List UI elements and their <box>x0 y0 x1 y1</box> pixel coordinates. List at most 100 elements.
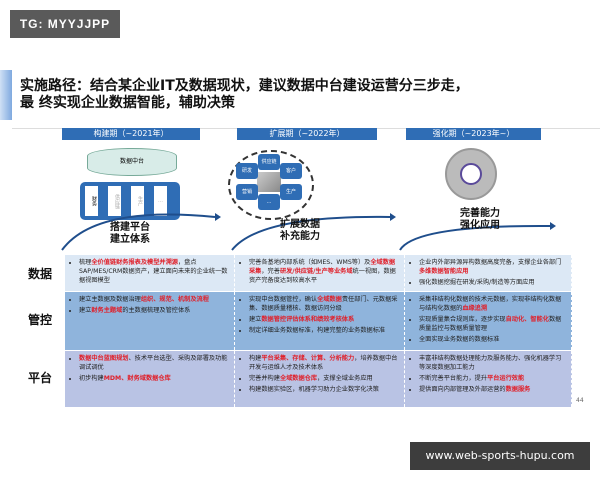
bullet-item: 企业内外部异源异构数据高度完备，支撑企业各部门多维数据智能应用 <box>419 258 565 276</box>
highlighted-text: 组织、规范、机制及流程 <box>140 296 209 303</box>
text-segment: 企业内外部异源异构数据高度完备，支撑企业各部门 <box>419 259 562 266</box>
bullet-item: 建立数据管控评估体系和绩效考核体系 <box>249 315 398 324</box>
text-segment: 不断完善平台能力，提升 <box>419 375 488 382</box>
text-segment: 构建数据实验区，机器学习助力企业数字化决策 <box>249 386 379 393</box>
text-segment: 建立 <box>249 316 262 323</box>
table-cell: 实现中台数据管控，确认全域数据责任部门、元数据采集、数据质量稽核、数据访问分级建… <box>235 292 405 350</box>
bullet-list: 建立主数据及数据治理组织、规范、机制及流程建立财务主题域的主数据梳理及管控体系 <box>71 295 228 315</box>
caption-line: 强化应用 <box>460 220 500 231</box>
table-cell: 企业内外部异源异构数据高度完备，支撑企业各部门多维数据智能应用强化数据挖掘在研发… <box>405 255 572 291</box>
module-list: 财务 供应链 生产 … <box>85 186 167 216</box>
text-segment: 统一视图，数据资产完备度达到较高水平 <box>249 268 396 284</box>
bullet-list: 企业内外部异源异构数据高度完备，支撑企业各部门多维数据智能应用强化数据挖掘在研发… <box>411 258 565 287</box>
roadmap-table: 梳理全价值链财务报表及模型并溯源，盘点SAP/MES/CRM数据资产，建立面向未… <box>65 255 572 408</box>
caption-line: 建立体系 <box>110 234 150 245</box>
text-segment: 采集非结构化数据的技术元数据，实现非结构化数据与结构化数据的 <box>419 296 562 312</box>
highlighted-text: 数据管控评估体系和绩效考核体系 <box>261 316 355 323</box>
hex-center <box>257 172 281 192</box>
highlighted-text: 平台采集、存储、计算、分析能力 <box>261 355 355 362</box>
row-label-data: 数据 <box>28 267 53 281</box>
phase-header-2: 扩展期（~2022年） <box>237 128 377 140</box>
table-row: 数据中台蓝图规划、技术平台选型、采购及部署及功能调试调优初步构建MDM、财务域数… <box>65 351 572 408</box>
caption-line: 补充能力 <box>280 231 320 242</box>
caption-line: 搭建平台 <box>110 222 150 233</box>
bullet-item: 全面实现业务数据的数据标准 <box>419 335 565 344</box>
footer-url-banner: www.web-sports-hupu.com <box>410 442 590 470</box>
text-segment: 提供面向内部管理及外部运营的 <box>419 386 506 393</box>
bullet-list: 完善各基地内部系统（如MES、WMS等）及全域数据采集，完善研发/供应链/生产等… <box>241 258 398 285</box>
highlighted-text: 多维数据智能应用 <box>419 268 469 275</box>
wheel-center-logo <box>460 163 482 185</box>
table-row: 梳理全价值链财务报表及模型并溯源，盘点SAP/MES/CRM数据资产，建立面向未… <box>65 255 572 292</box>
bullet-list: 实现中台数据管控，确认全域数据责任部门、元数据采集、数据质量稽核、数据访问分级建… <box>241 295 398 335</box>
growth-curve-2 <box>231 215 391 251</box>
text-segment: 、技术平台选型、采购及部署及功能调试调优 <box>79 355 228 371</box>
bullet-list: 梳理全价值链财务报表及模型并溯源，盘点SAP/MES/CRM数据资产，建立面向未… <box>71 258 228 285</box>
table-cell: 完善各基地内部系统（如MES、WMS等）及全域数据采集，完善研发/供应链/生产等… <box>235 255 405 291</box>
text-segment: ，盘点SAP/MES/CRM数据资产，建立面向未来的企业统一数据视图模型 <box>79 259 228 284</box>
highlighted-text: MDM、财务域数据仓库 <box>103 375 171 382</box>
data-platform-cylinder: 数据中台 <box>87 148 177 176</box>
bullet-item: 不断完善平台能力，提升平台运行效能 <box>419 374 565 383</box>
hex-marketing: 营销 <box>236 184 258 200</box>
text-segment: 实现中台数据管控，确认 <box>249 296 318 303</box>
module: … <box>154 186 167 216</box>
text-segment: 建立主数据及数据治理 <box>79 296 141 303</box>
bullet-item: 完善各基地内部系统（如MES、WMS等）及全域数据采集，完善研发/供应链/生产等… <box>249 258 398 285</box>
text-segment: 完善各基地内部系统（如MES、WMS等）及 <box>249 259 371 266</box>
text-segment: ，支撑全域业务应用 <box>317 375 373 382</box>
module: 财务 <box>85 186 98 216</box>
bullet-list: 丰富非结构数据处理能力及服务能力、强化机器学习等深度数据加工能力不断完善平台能力… <box>411 354 565 394</box>
module: 生产 <box>131 186 144 216</box>
growth-curve-3-arrow <box>550 222 556 230</box>
table-cell: 丰富非结构数据处理能力及服务能力、强化机器学习等深度数据加工能力不断完善平台能力… <box>405 351 572 407</box>
highlighted-text: 数据服务 <box>505 386 531 393</box>
bullet-item: 采集非结构化数据的技术元数据，实现非结构化数据与结构化数据的血缘追溯 <box>419 295 565 313</box>
title-accent-bar <box>0 70 12 120</box>
table-cell: 构建平台采集、存储、计算、分析能力，培养数据中台开发与运维人才及技术体系完善并构… <box>235 351 405 407</box>
bullet-item: 实现质量集合规则库，逐步实现自动化、智能化数据质量监控与数据质量管理 <box>419 315 565 333</box>
highlighted-text: 血缘追溯 <box>462 305 488 312</box>
bullet-item: 建立财务主题域的主数据梳理及管控体系 <box>79 306 228 315</box>
row-label-platform: 平台 <box>28 371 53 385</box>
bullet-item: 制定详细业务数据标准，构建完整的业务数据标准 <box>249 326 398 335</box>
text-segment: 制定详细业务数据标准，构建完整的业务数据标准 <box>249 327 386 334</box>
text-segment: ，培养数据中台开发与运维人才及技术体系 <box>249 355 398 371</box>
text-segment: 完善并构建 <box>249 375 280 382</box>
growth-curve-1-arrow <box>215 213 221 221</box>
text-segment: 构建 <box>249 355 262 362</box>
text-segment: 梳理 <box>79 259 92 266</box>
phase-1-caption: 搭建平台建立体系 <box>100 222 160 246</box>
bullet-item: 建立主数据及数据治理组织、规范、机制及流程 <box>79 295 228 304</box>
row-label-control: 管控 <box>28 313 53 327</box>
highlighted-text: 全域数据采集 <box>249 259 396 275</box>
bullet-item: 梳理全价值链财务报表及模型并溯源，盘点SAP/MES/CRM数据资产，建立面向未… <box>79 258 228 285</box>
bullet-item: 初步构建MDM、财务域数据仓库 <box>79 374 228 383</box>
bullet-item: 构建数据实验区，机器学习助力企业数字化决策 <box>249 385 398 394</box>
bullet-item: 数据中台蓝图规划、技术平台选型、采购及部署及功能调试调优 <box>79 354 228 372</box>
caption-line: 完善能力 <box>460 208 500 219</box>
caption-line: 扩展数据 <box>280 219 320 230</box>
bullet-list: 构建平台采集、存储、计算、分析能力，培养数据中台开发与运维人才及技术体系完善并构… <box>241 354 398 394</box>
growth-curve-1 <box>61 213 216 251</box>
table-cell: 数据中台蓝图规划、技术平台选型、采购及部署及功能调试调优初步构建MDM、财务域数… <box>65 351 235 407</box>
highlighted-text: 研发/供应链/生产等业务域 <box>279 268 353 275</box>
phase-2-caption: 扩展数据补充能力 <box>270 219 330 243</box>
bullet-list: 采集非结构化数据的技术元数据，实现非结构化数据与结构化数据的血缘追溯实现质量集合… <box>411 295 565 344</box>
bullet-item: 提供面向内部管理及外部运营的数据服务 <box>419 385 565 394</box>
bullet-item: 实现中台数据管控，确认全域数据责任部门、元数据采集、数据质量稽核、数据访问分级 <box>249 295 398 313</box>
text-segment: 的主数据梳理及管控体系 <box>122 307 191 314</box>
hex-cluster-ring <box>228 150 314 220</box>
hex-supply-chain: 供应链 <box>258 154 280 170</box>
highlighted-text: 全域数据仓库 <box>279 375 318 382</box>
module: 供应链 <box>108 186 121 216</box>
bullet-item: 强化数据挖掘在研发/采购/制造等方面应用 <box>419 278 565 287</box>
table-cell: 梳理全价值链财务报表及模型并溯源，盘点SAP/MES/CRM数据资产，建立面向未… <box>65 255 235 291</box>
text-segment: 建立 <box>79 307 92 314</box>
hex-customer: 客户 <box>280 163 302 179</box>
highlighted-text: 财务主题域 <box>91 307 123 314</box>
table-row: 建立主数据及数据治理组织、规范、机制及流程建立财务主题域的主数据梳理及管控体系实… <box>65 292 572 351</box>
text-segment: 实现质量集合规则库，逐步实现 <box>419 316 506 323</box>
phase-header-3: 强化期（~2023年~） <box>406 128 541 140</box>
